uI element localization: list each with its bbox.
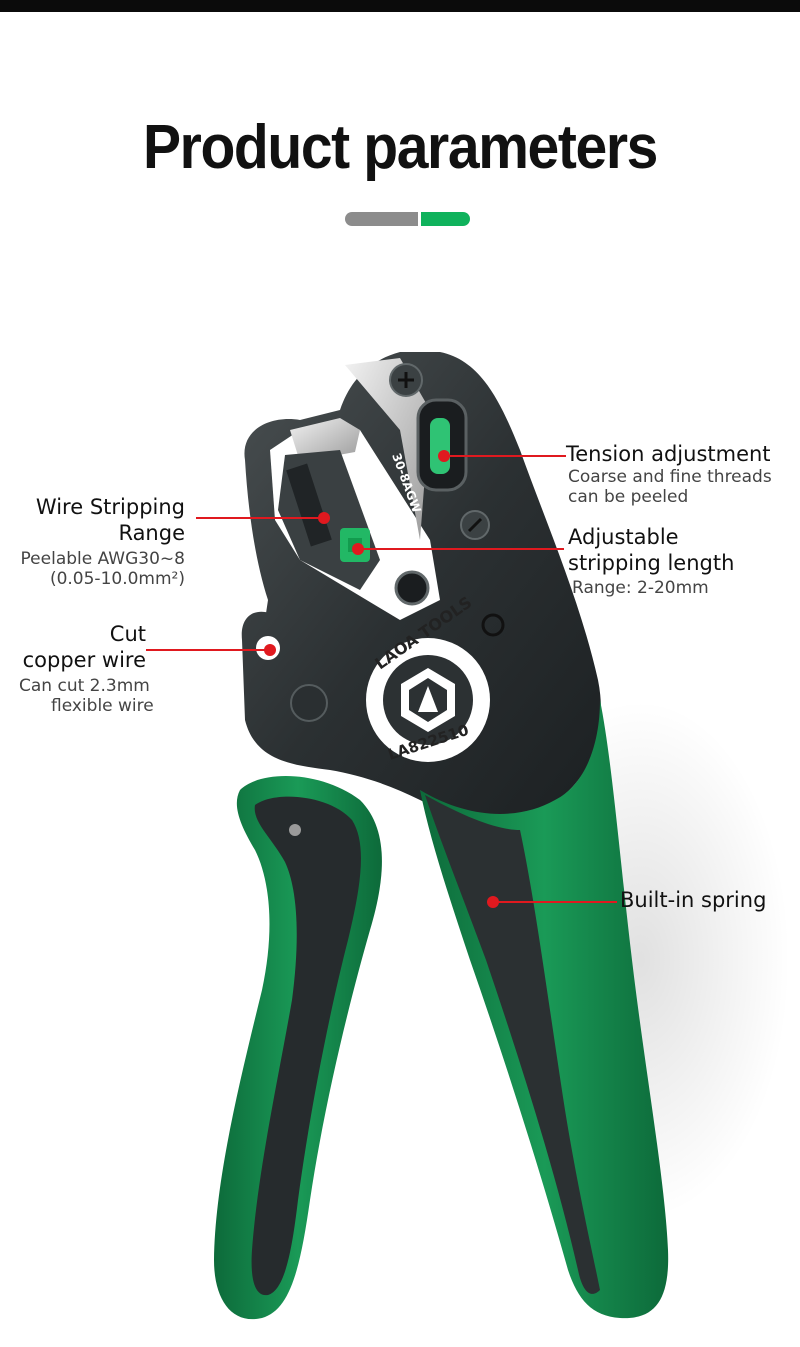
callout-range-sub1: Peelable AWG30~8	[20, 549, 185, 569]
leader-length	[358, 548, 564, 550]
callout-tension-sub2: can be peeled	[568, 487, 689, 507]
page-title: Product parameters	[142, 113, 658, 182]
dot-spring	[487, 896, 499, 908]
callout-cut-sub2: flexible wire	[51, 696, 154, 716]
right-handle	[420, 700, 669, 1319]
callout-tension: Tension adjustment Coarse and fine threa…	[566, 441, 772, 507]
callout-cut-sub1: Can cut 2.3mm	[19, 676, 150, 696]
callout-tension-title: Tension adjustment	[566, 442, 771, 466]
leader-range	[196, 517, 324, 519]
divider-gray	[345, 212, 418, 226]
callout-cut-sub: Can cut 2.3mm flexible wire	[19, 676, 179, 716]
dot-range	[318, 512, 330, 524]
callout-spring: Built-in spring	[620, 887, 766, 913]
callout-tension-sub1: Coarse and fine threads	[568, 467, 772, 487]
callout-length-title1: Adjustable	[568, 525, 679, 549]
callout-range: Wire Stripping Range Peelable AWG30~8 (0…	[21, 494, 185, 589]
callout-length-sub1: Range: 2-20mm	[572, 578, 709, 598]
leader-tension	[444, 455, 566, 457]
callout-range-title2: Range	[118, 521, 185, 545]
callout-cut: Cut copper wire	[23, 621, 146, 673]
dot-tension	[438, 450, 450, 462]
callout-length-title2: stripping length	[568, 551, 735, 575]
left-handle	[214, 776, 382, 1320]
callout-length: Adjustable stripping length Range: 2-20m…	[568, 524, 734, 598]
divider-green	[421, 212, 470, 226]
tension-knob	[430, 418, 450, 474]
dot-length	[352, 543, 364, 555]
tool-head	[241, 352, 601, 819]
leader-spring	[493, 901, 617, 903]
callout-cut-title1: Cut	[109, 622, 146, 646]
top-bar	[0, 0, 800, 12]
leader-cut	[146, 649, 270, 651]
callout-spring-title: Built-in spring	[620, 888, 767, 912]
dot-cut	[264, 644, 276, 656]
brand-logo: LAOA TOOLS LA822510	[366, 593, 490, 764]
callout-range-title1: Wire Stripping	[35, 495, 185, 519]
callout-cut-title2: copper wire	[22, 648, 146, 672]
callout-range-sub2: (0.05-10.0mm²)	[49, 569, 185, 589]
